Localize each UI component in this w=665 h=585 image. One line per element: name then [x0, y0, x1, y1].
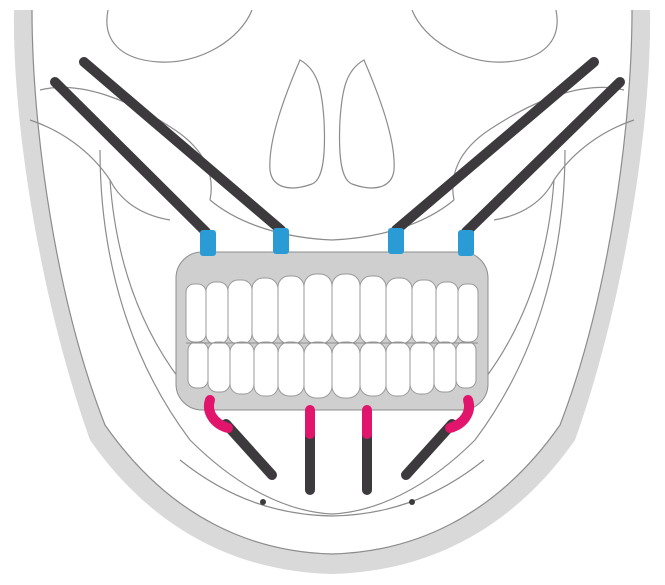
tooth [208, 342, 230, 392]
tooth [304, 274, 332, 344]
upper-implants [55, 62, 620, 256]
lower-teeth [188, 342, 476, 398]
tooth [186, 284, 206, 342]
tooth [412, 280, 436, 344]
upper-abutment-1 [200, 230, 216, 256]
right-orbit [412, 10, 557, 62]
upper-abutment-2 [273, 228, 289, 254]
upper-abutment-3 [388, 228, 404, 254]
tooth [360, 276, 386, 344]
tooth [360, 342, 386, 396]
lower-implant-shaft-1 [226, 424, 272, 475]
tooth [386, 342, 410, 396]
upper-teeth [186, 274, 478, 344]
tooth [332, 342, 360, 398]
tooth [410, 342, 434, 394]
tooth [304, 342, 332, 398]
left-nasal-opening [270, 60, 325, 188]
tooth [206, 282, 228, 344]
tooth [278, 276, 304, 344]
tooth [386, 278, 412, 344]
tooth [254, 342, 278, 396]
right-nasal-opening [340, 60, 395, 188]
tooth [228, 280, 252, 344]
tooth [278, 342, 304, 396]
tooth [436, 282, 458, 344]
left-ramus-line [110, 180, 180, 380]
lower-implants [209, 400, 469, 505]
tooth [458, 284, 478, 342]
mental-foramen-left [260, 499, 266, 505]
tooth [188, 342, 208, 388]
tooth [456, 342, 476, 388]
tooth [434, 342, 456, 392]
tooth [332, 274, 360, 344]
mental-foramen-right [409, 499, 415, 505]
upper-abutment-4 [458, 230, 474, 256]
tooth [230, 342, 254, 394]
chin-line [180, 460, 484, 516]
left-orbit [107, 10, 252, 62]
tooth [252, 278, 278, 344]
